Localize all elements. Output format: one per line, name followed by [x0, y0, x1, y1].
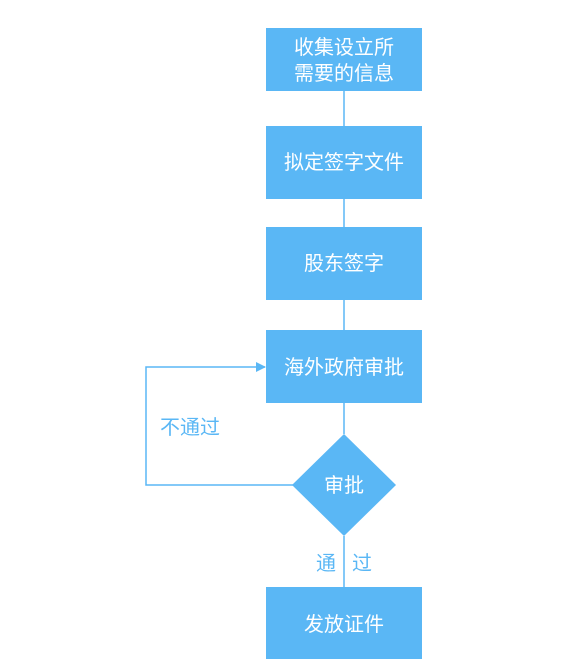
edge-approved-label-part2: 过 [352, 551, 372, 575]
node-shareholder-sign [266, 227, 422, 300]
node-collect-info [266, 28, 422, 91]
node-overseas-approval [266, 330, 422, 403]
node-issue-certificate-label: 发放证件 [304, 612, 384, 636]
node-overseas-approval-label: 海外政府审批 [284, 355, 404, 379]
edge-rejected-loop [145, 362, 294, 486]
node-draft-documents [266, 126, 422, 199]
node-issue-certificate [266, 587, 422, 659]
node-decision [292, 434, 396, 536]
edge-rejected-label: 不通过 [160, 415, 220, 439]
node-collect-info-line1: 收集设立所 [294, 35, 394, 59]
node-shareholder-sign-label: 股东签字 [304, 251, 384, 275]
node-decision-label: 审批 [324, 473, 364, 497]
edge-approved-label-part1: 通 [316, 551, 336, 575]
node-collect-info-line2: 需要的信息 [294, 61, 394, 85]
node-draft-documents-label: 拟定签字文件 [284, 150, 404, 174]
